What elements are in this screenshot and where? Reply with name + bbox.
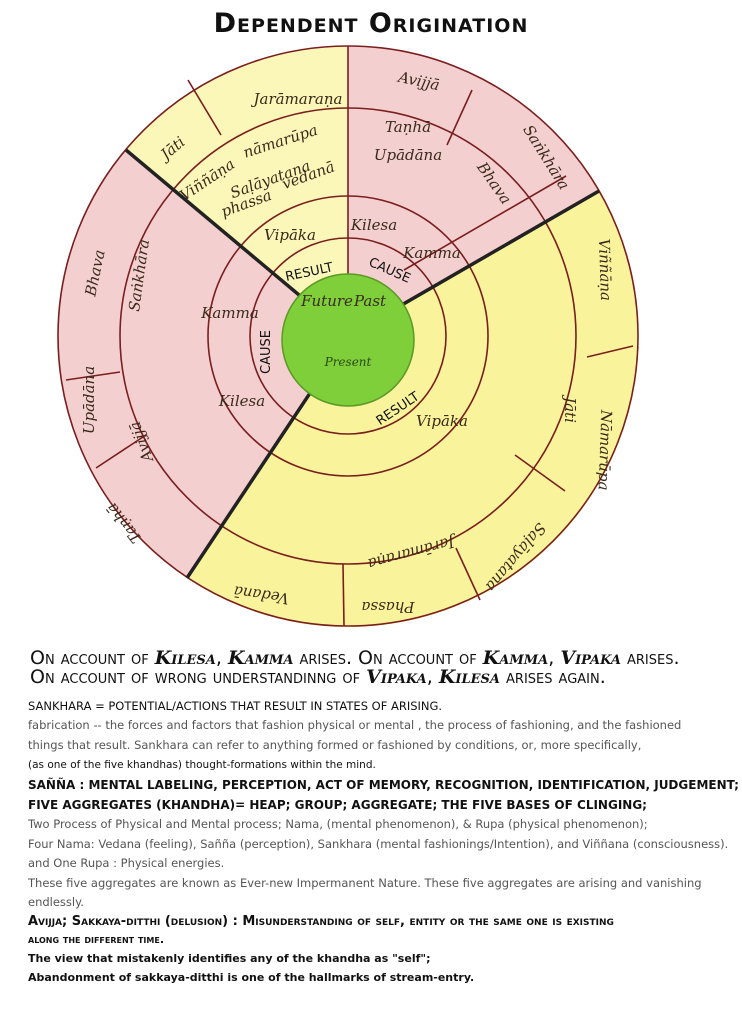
center-circle: [281, 273, 415, 407]
label-upadana-left: Upādāna: [80, 366, 98, 434]
aggregates-text-3: and One Rupa : Physical energies.: [28, 856, 225, 870]
label-tanha-top: Taṇhā: [385, 118, 431, 136]
label-namarupa-right: Nāmarūpa: [595, 409, 616, 491]
label-future: Future: [300, 292, 353, 310]
summary-line-1: On account of Kilesa, Kamma arises. On a…: [30, 647, 680, 669]
ring-lines: [57, 45, 639, 627]
aggregates-text-1: Two Process of Physical and Mental proce…: [28, 817, 648, 831]
outer-wedge-left-pink: [57, 150, 348, 578]
label-vipaka-inner-bottom: Vipāka: [416, 412, 468, 430]
page-title: Dependent Origination: [213, 8, 529, 39]
outer-wedge-top-right: [348, 46, 599, 336]
abandonment-text: Abandonment of sakkaya-ditthi is one of …: [28, 970, 475, 984]
notes: SANKHARA = POTENTIAL/ACTIONS THAT RESULT…: [28, 696, 739, 987]
center-label: Present: [324, 355, 372, 369]
aggregates-text-2: Four Nama: Vedana (feeling), Sañña (perc…: [28, 836, 729, 851]
label-kilesa-inner-left: Kilesa: [218, 392, 265, 410]
sankhara-heading: SANKHARA = POTENTIAL/ACTIONS THAT RESULT…: [28, 699, 443, 713]
label-jati-right: Jāti: [561, 394, 579, 423]
sankhara-text-1: fabrication -- the forces and factors th…: [28, 718, 682, 732]
label-phassa-bottom: Phassa: [361, 598, 415, 616]
label-kamma-inner-left: Kamma: [200, 304, 259, 322]
aggregates-heading: FIVE AGGREGATES (KHANDHA)= HEAP; GROUP; …: [28, 798, 647, 812]
summary-line-2: On account of wrong understandinng of Vi…: [30, 666, 606, 688]
sankhara-text-3: (as one of the five khandhas) thought-fo…: [28, 759, 376, 771]
aggregates-text-5: endlessly.: [28, 895, 84, 909]
avijja-heading-2: along the different time.: [28, 932, 164, 946]
sankhara-text-2: things that result. Sankhara can refer t…: [28, 737, 642, 752]
label-kamma-inner-right: Kamma: [402, 244, 461, 262]
view-text: The view that mistakenly identifies any …: [28, 951, 431, 965]
sanna-heading: SAÑÑA : MENTAL LABELING, PERCEPTION, ACT…: [28, 778, 739, 792]
label-past: Past: [353, 292, 387, 310]
label-upadana-top: Upādāna: [374, 146, 442, 164]
aggregates-text-4: These five aggregates are known as Ever-…: [28, 875, 702, 890]
label-vinnana-right: Viññāṇa: [595, 238, 615, 301]
label-kilesa-inner-top: Kilesa: [350, 216, 397, 234]
label-jaramarana-top: Jarāmaraṇa: [251, 90, 343, 108]
caption-cause-left: CAUSE: [259, 330, 274, 374]
label-vipaka-inner-top: Vipāka: [264, 226, 316, 244]
dependent-origination-wheel: Present Jarāmaraṇa Jāti Avijjā Saṅkhāra …: [57, 45, 639, 628]
avijja-heading-1: Avijja; Sakkaya-ditthi (delusion) : Misu…: [28, 913, 614, 929]
outer-wedge-top-left: [126, 46, 348, 336]
